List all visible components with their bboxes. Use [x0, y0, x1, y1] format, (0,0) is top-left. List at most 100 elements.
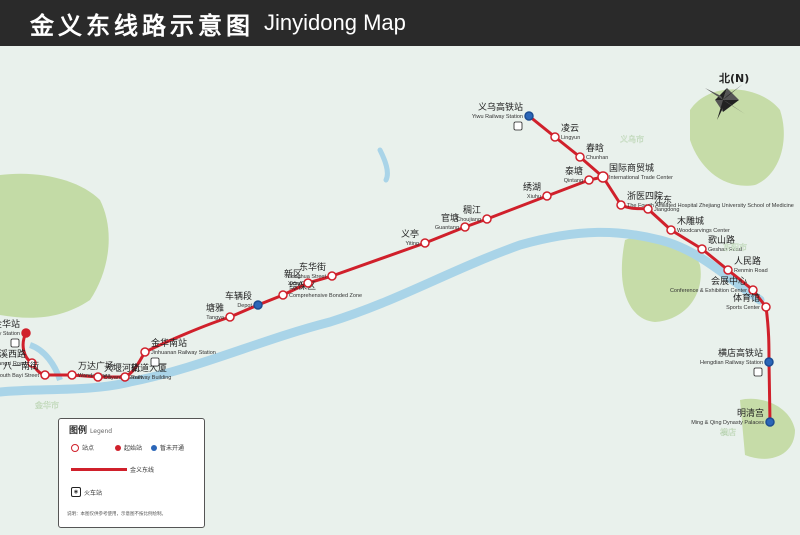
- station-label-cn: 义乌高铁站: [478, 101, 523, 113]
- station-label-en: The Fourth Affiliated Hospital Zhejiang …: [627, 203, 794, 209]
- station-label-en: Xiuhu: [527, 194, 541, 200]
- station-marker[interactable]: [666, 225, 676, 235]
- station-marker[interactable]: [616, 200, 626, 210]
- station-label-cn: 体育馆: [733, 292, 760, 304]
- station-marker[interactable]: [303, 278, 313, 288]
- station-marker[interactable]: [764, 357, 774, 367]
- station-marker[interactable]: [524, 111, 534, 121]
- stations-layer: 金华站Jinhua Railway Station双溪西路West Shuang…: [0, 101, 794, 427]
- station-label-cn: 双溪西路: [0, 348, 26, 360]
- station-marker[interactable]: [761, 302, 771, 312]
- station-marker[interactable]: [278, 290, 288, 300]
- lake-north: [377, 147, 390, 183]
- station-marker[interactable]: [27, 358, 37, 368]
- station-label-cn: 横店高铁站: [718, 347, 763, 359]
- station-label-en: Jinhua Railway Station: [0, 331, 20, 337]
- station-label-cn: 稠江: [463, 205, 481, 216]
- compass-rose-icon: [705, 84, 745, 120]
- station-marker[interactable]: [765, 417, 775, 427]
- station-0[interactable]: 金华站Jinhua Railway Station: [0, 318, 31, 348]
- compass: 北(N): [695, 70, 755, 130]
- station-marker[interactable]: [21, 328, 31, 338]
- station-label-cn: 凌云: [561, 122, 579, 134]
- station-label-en: Woodcarvings Center: [677, 228, 730, 234]
- compass-label: 北(N): [719, 72, 750, 85]
- station-label-cn: 新区: [284, 268, 302, 280]
- station-label-cn: 浙医四院: [627, 190, 663, 202]
- station-label-en: Lingyun: [561, 135, 580, 141]
- station-marker[interactable]: [748, 285, 758, 295]
- place-label-2: 东阳市: [723, 242, 747, 252]
- legend-item-line: 金义东线: [71, 465, 154, 474]
- station-label-en: Chunhan: [586, 155, 608, 161]
- station-marker[interactable]: [482, 214, 492, 224]
- station-marker[interactable]: [327, 271, 337, 281]
- place-label-3: 横店: [720, 427, 736, 437]
- station-label-en: Comprehensive Bonded Zone: [289, 293, 362, 299]
- river: [0, 227, 765, 397]
- station-label-cn: 金华南站: [151, 337, 187, 349]
- station-1[interactable]: 双溪西路West Shuangxi Road: [0, 348, 37, 368]
- station-label-en: Railway Building: [131, 375, 171, 381]
- station-label-cn: 轨道大厦: [131, 362, 167, 374]
- station-label-cn: 八一南街: [3, 360, 39, 372]
- station-label-en: Ming & Qing Dynasty Palaces: [691, 420, 764, 426]
- station-marker[interactable]: [40, 370, 50, 380]
- station-marker[interactable]: [140, 347, 150, 357]
- station-label-cn: 东华街: [299, 261, 326, 273]
- map-title-en: Jinyidong Map: [264, 10, 406, 35]
- train-station-icon: [753, 367, 763, 377]
- station-label-en: Conference & Exhibition Center: [670, 288, 747, 294]
- station-marker[interactable]: [697, 244, 707, 254]
- station-label-en: Depot: [237, 303, 252, 309]
- green-area-east: [621, 236, 701, 322]
- station-label-en: Qintang: [564, 178, 583, 184]
- station-marker[interactable]: [120, 372, 130, 382]
- station-marker[interactable]: [253, 300, 263, 310]
- station-label-en: Tangya: [206, 315, 225, 321]
- station-label-en: International Trade Center: [609, 175, 673, 181]
- station-marker[interactable]: [643, 204, 653, 214]
- station-marker[interactable]: [542, 191, 552, 201]
- station-label-cn: 金华站: [0, 318, 20, 330]
- train-station-icon: ◉: [71, 487, 81, 497]
- station-marker[interactable]: [597, 171, 609, 183]
- station-marker[interactable]: [723, 265, 733, 275]
- station-label-en: Renmin Road: [734, 268, 768, 274]
- station-marker[interactable]: [550, 132, 560, 142]
- station-marker[interactable]: [225, 312, 235, 322]
- station-marker[interactable]: [93, 372, 103, 382]
- station-label-cn: 泰塘: [565, 165, 583, 177]
- station-marker[interactable]: [460, 222, 470, 232]
- station-marker[interactable]: [420, 238, 430, 248]
- station-marker[interactable]: [584, 175, 594, 185]
- station-marker[interactable]: [67, 370, 77, 380]
- station-marker[interactable]: [575, 152, 585, 162]
